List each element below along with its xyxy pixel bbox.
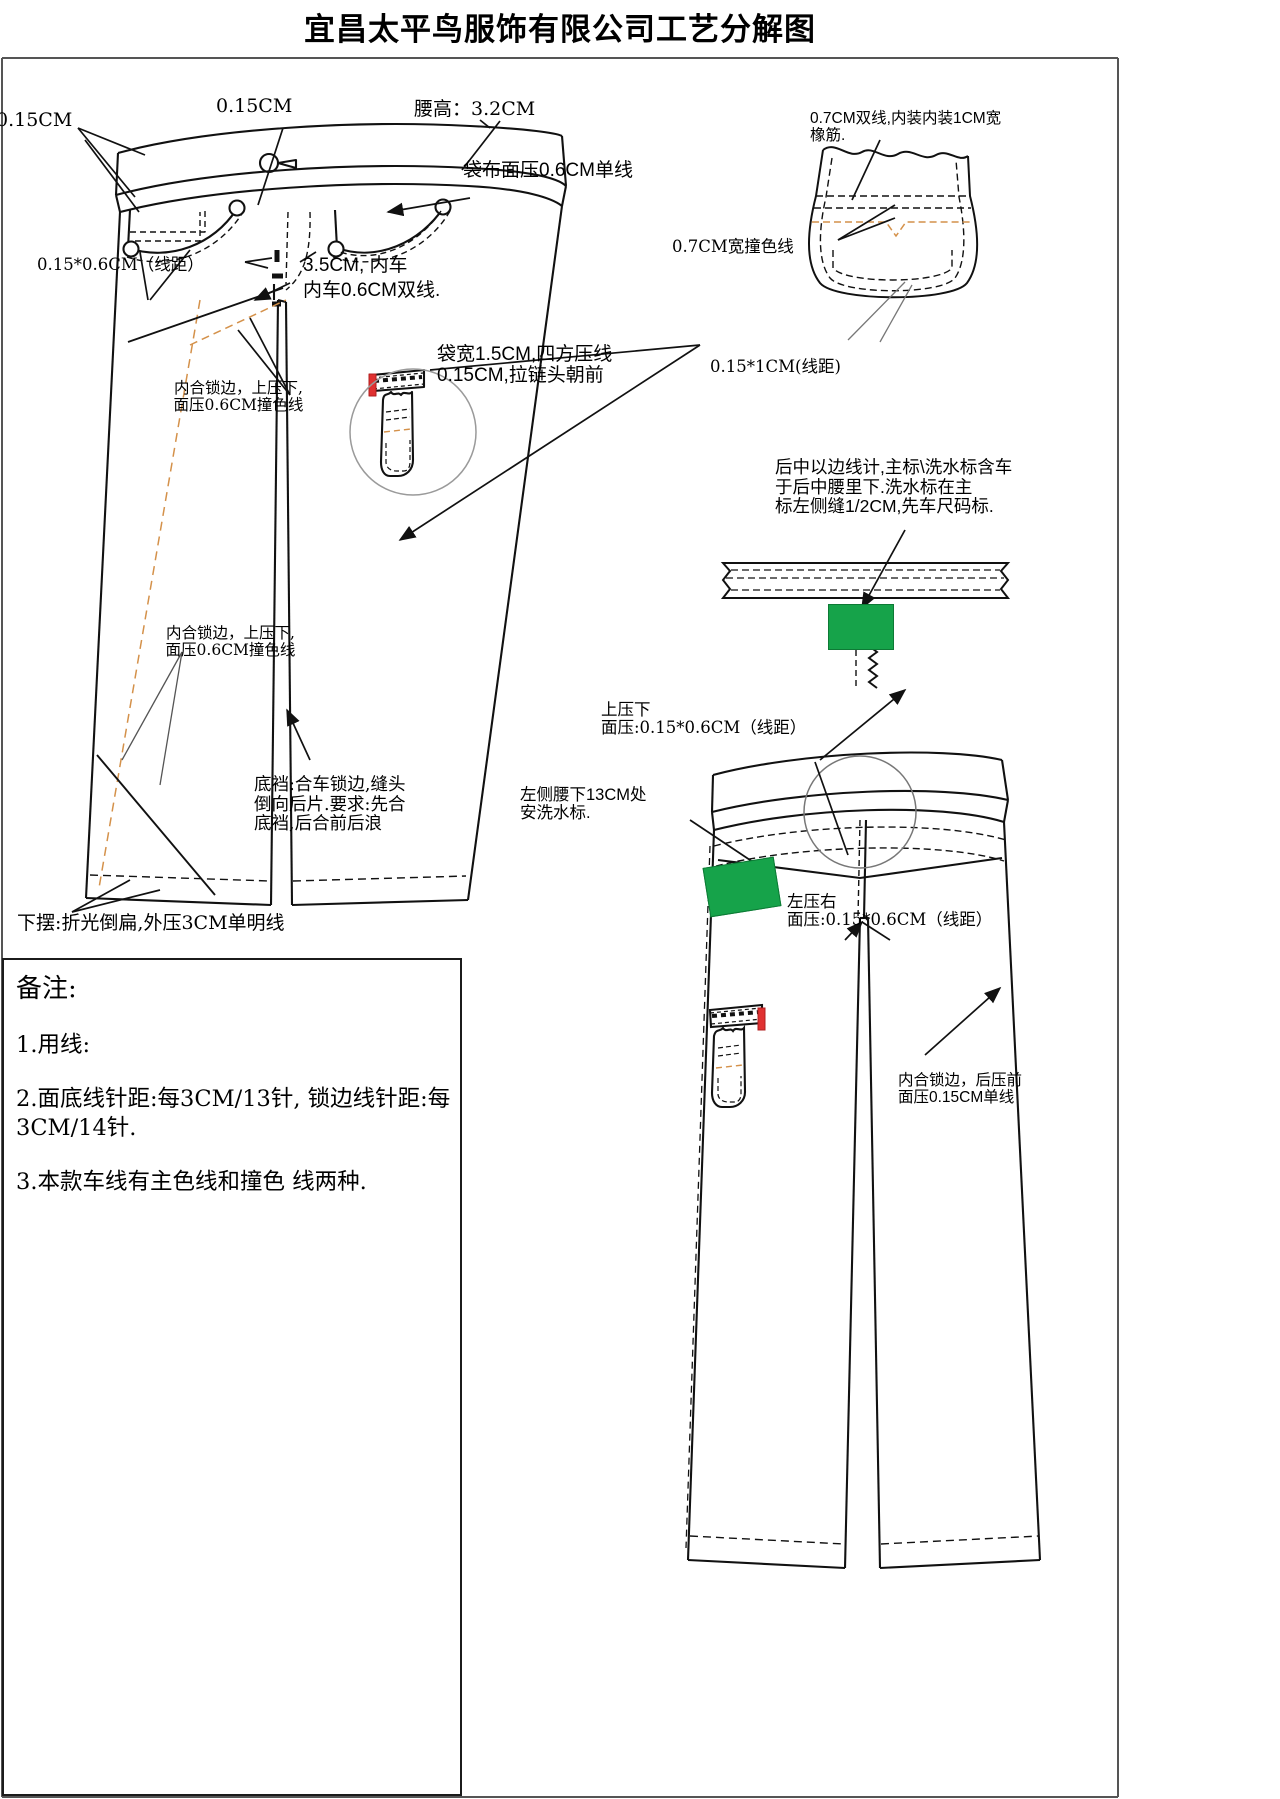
notes-box: 备注: 1.用线: 2.面底线针距:每3CM/13针, 锁边线针距:每3CM/1… xyxy=(2,958,462,1796)
annotation-inseam-back-note: 内合锁边，后压前 面压0.15CM单线 xyxy=(898,1072,1023,1107)
notes-heading: 备注: xyxy=(16,974,77,1004)
note-item-2: 2.面底线针距:每3CM/13针, 锁边线针距:每3CM/14针. xyxy=(16,1086,451,1141)
annotation-fly-width: 3.5CM, 内车 xyxy=(303,255,408,276)
annotation-inseam-note-upper: 内合锁边，上压下, 面压0.6CM撞色线 xyxy=(173,379,304,415)
annotation-elastic-note: 0.7CM双线,内装内装1CM宽 橡筋. xyxy=(810,110,1002,145)
page-title: 宜昌太平鸟服饰有限公司工艺分解图 xyxy=(304,12,816,48)
pocket-detail-drawing xyxy=(808,146,979,299)
annotation-hem-note: 下摆:折光倒扁,外压3CM单明线 xyxy=(17,912,285,934)
annotation-label-placement: 后中以边线计,主标\洗水标含车 于后中腰里下.洗水标在主 标左侧缝1/2CM,先… xyxy=(775,457,1013,517)
notes-content: 备注: 1.用线: 2.面底线针距:每3CM/13针, 锁边线针距:每3CM/1… xyxy=(16,968,456,1196)
annotation-fly-double-stitch: 内车0.6CM双线. xyxy=(303,280,441,301)
annotation-pocket-facing: 袋布面压0.6CM单线 xyxy=(463,160,633,181)
back-cargo-pocket xyxy=(708,1003,766,1109)
care-label-back xyxy=(702,856,782,918)
annotation-crotch-note: 底裆:合车锁边,缝头 倒向后片.要求:先合 底裆,后合前后浪 xyxy=(254,775,406,835)
annotation-contrast-stitch: 0.7CM宽撞色线 xyxy=(672,237,794,256)
front-cargo-pocket xyxy=(349,368,477,496)
annotation-yoke-stitch: 上压下 面压:0.15*0.6CM（线距） xyxy=(601,700,807,738)
annotation-pocket-stitch-gap-detail: 0.15*1CM(线距) xyxy=(710,357,841,376)
note-item-1: 1.用线: xyxy=(16,1032,91,1058)
annotation-inseam-note-lower: 内合锁边，上压下, 面压0.6CM撞色线 xyxy=(165,624,296,660)
annotation-waist-height: 腰高：3.2CM xyxy=(414,98,536,120)
annotation-cargo-pocket-note: 袋宽1.5CM,四方压线 0.15CM,拉链头朝前 xyxy=(437,344,613,387)
main-label-waistband xyxy=(828,604,894,650)
annotation-pocket-stitch-gap: 0.15*0.6CM（线距） xyxy=(37,255,204,274)
annotation-seat-seam-stitch: 左压右 面压:0.15*0.6CM（线距） xyxy=(787,892,993,930)
annotation-fly-top-stitch: 0.15CM xyxy=(216,95,293,117)
annotation-waist-stitch-left: 0.15CM xyxy=(0,109,73,131)
annotation-care-label-pos: 左侧腰下13CM处 安洗水标. xyxy=(520,786,647,823)
spec-sheet: 宜昌太平鸟服饰有限公司工艺分解图 xyxy=(0,12,1119,1798)
note-item-3: 3.本款车线有主色线和撞色 线两种. xyxy=(16,1169,367,1196)
